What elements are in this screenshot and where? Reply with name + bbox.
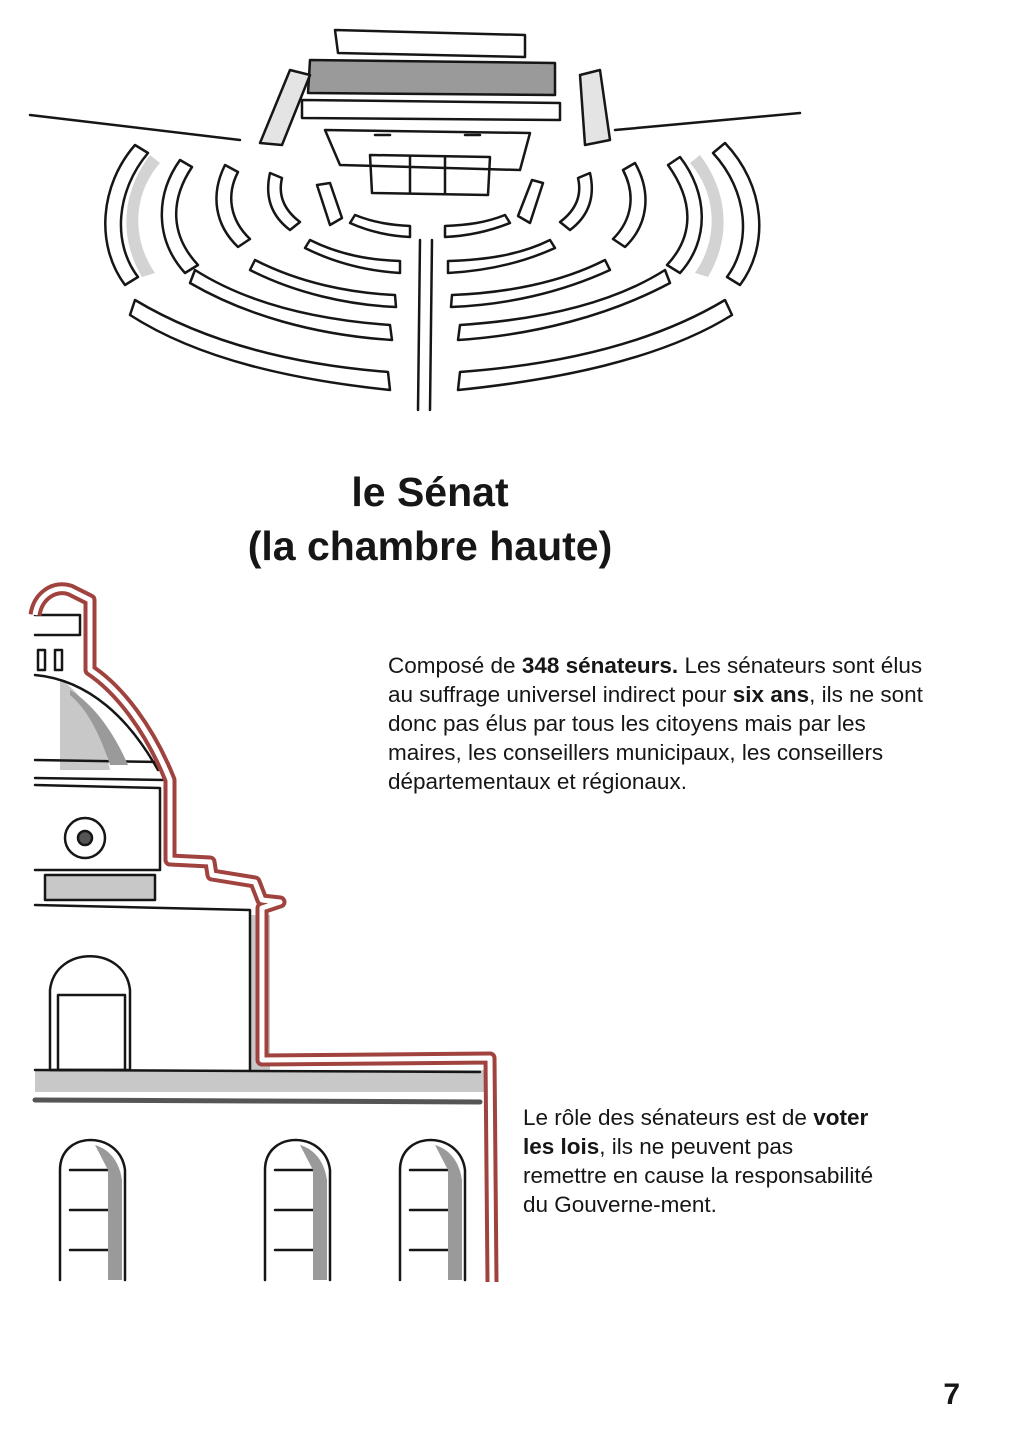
p2-text-1: Le rôle des sénateurs est de (523, 1105, 814, 1130)
senators-role-text: Le rôle des sénateurs est de voter les l… (523, 1103, 883, 1219)
page-number: 7 (943, 1378, 960, 1411)
title-line-2: (la chambre haute) (247, 523, 613, 569)
p2-bold-vote-laws: voter les lois (523, 1105, 869, 1159)
p1-text-1: Composé de (388, 653, 522, 678)
p2-text-2: , ils ne peuvent pas remettre en cause l… (523, 1134, 874, 1217)
senators-composition-text: Composé de 348 sénateurs. Les sénateurs … (388, 651, 928, 796)
p1-bold-term: six ans (732, 682, 810, 707)
p1-bold-senators-count: 348 sénateurs. (521, 653, 679, 678)
page-title: le Sénat (la chambre haute) (180, 465, 680, 573)
title-line-1: le Sénat (351, 469, 509, 515)
p1-text-3: , ils ne sont donc pas élus par tous les… (388, 682, 923, 794)
senate-building-illustration (28, 582, 499, 1283)
hemicycle-illustration (28, 28, 802, 412)
p1-text-2: Les sénateurs sont élus au suffrage univ… (388, 653, 923, 707)
